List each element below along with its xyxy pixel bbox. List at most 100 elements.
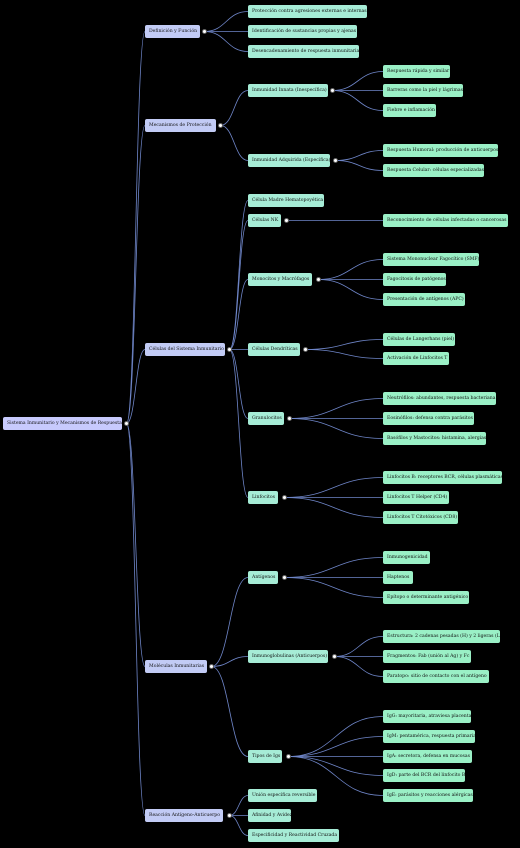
- collapse-toggle-icon[interactable]: [227, 813, 232, 818]
- leaf-granulocitos-1[interactable]: Neutrófilos: abundantes, respuesta bacte…: [383, 392, 496, 405]
- branch-moleculas[interactable]: Moléculas Inmunitarias: [145, 660, 207, 673]
- leaf-granulocitos-3[interactable]: Basófilos y Mastocitos: histamina, alerg…: [383, 432, 486, 445]
- connector-line: [204, 31, 249, 52]
- sub-inmunidad-adquirida[interactable]: Inmunidad Adquirida (Específica): [248, 154, 330, 167]
- collapse-toggle-icon[interactable]: [282, 495, 287, 500]
- sub-tipos-igs[interactable]: Tipos de Igs: [248, 750, 282, 763]
- connector-line: [211, 666, 249, 757]
- leaf-monocitos-1[interactable]: Sistema Mononuclear Fagocítico (SMF): [383, 253, 479, 266]
- sub-celula-madre[interactable]: Célula Madre Hematopoyética: [248, 194, 324, 207]
- leaf-linfocitos-3[interactable]: Linfocitos T Citotóxicos (CD8): [383, 511, 458, 524]
- root-node[interactable]: Sistema Inmunitario y Mecanismos de Resp…: [3, 417, 122, 430]
- connector-line: [284, 557, 384, 578]
- connector-line: [335, 160, 384, 171]
- sub-dendriticas[interactable]: Células Dendríticas: [248, 343, 300, 356]
- sub-inmunidad-innata[interactable]: Inmunidad Innata (Inespecífica): [248, 84, 328, 97]
- connector-line: [334, 636, 384, 657]
- connector-line: [220, 125, 249, 161]
- leaf-def-2[interactable]: Identificación de sustancias propias y a…: [248, 25, 357, 38]
- connector-line: [126, 423, 146, 816]
- connector-line: [284, 497, 384, 518]
- leaf-antigenos-2[interactable]: Haptenos: [383, 571, 413, 584]
- sub-antigenos[interactable]: Antígenos: [248, 571, 278, 584]
- collapse-toggle-icon[interactable]: [286, 754, 291, 759]
- branch-celulas[interactable]: Células del Sistema Inmunitario: [145, 343, 225, 356]
- leaf-inmunoglobulinas-1[interactable]: Estructura: 2 cadenas pesadas (H) y 2 li…: [383, 630, 500, 643]
- connector-line: [284, 577, 384, 598]
- collapse-toggle-icon[interactable]: [209, 664, 214, 669]
- connector-line: [289, 418, 384, 439]
- collapse-toggle-icon[interactable]: [202, 29, 207, 34]
- connector-line: [318, 279, 384, 300]
- leaf-innata-1[interactable]: Respuesta rápida y similar: [383, 65, 450, 78]
- leaf-tipos-2[interactable]: IgM: pentamérica, respuesta primaria: [383, 730, 475, 743]
- leaf-tipos-1[interactable]: IgG: mayoritaria, atraviesa placenta: [383, 710, 471, 723]
- connector-line: [126, 125, 146, 424]
- leaf-dendriticas-2[interactable]: Activación de Linfocitos T: [383, 352, 449, 365]
- connector-line: [229, 279, 249, 350]
- leaf-nk-1[interactable]: Reconocimiento de células infectadas o c…: [383, 214, 508, 227]
- collapse-toggle-icon[interactable]: [303, 347, 308, 352]
- leaf-reaccion-2[interactable]: Afinidad y Avidez: [248, 809, 291, 822]
- leaf-granulocitos-2[interactable]: Eosinófilos: defensa contra parásitos: [383, 412, 474, 425]
- leaf-inmunoglobulinas-3[interactable]: Paratopo: sitio de contacto con el antíg…: [383, 670, 489, 683]
- collapse-toggle-icon[interactable]: [218, 123, 223, 128]
- leaf-adquirida-1[interactable]: Respuesta Humoral: producción de anticue…: [383, 144, 498, 157]
- sub-linfocitos[interactable]: Linfocitos: [248, 491, 278, 504]
- connector-line: [229, 815, 249, 836]
- leaf-innata-2[interactable]: Barreras como la piel y lágrimas: [383, 84, 463, 97]
- branch-mecanismos[interactable]: Mecanismos de Protección: [145, 119, 216, 132]
- connector-line: [334, 656, 384, 677]
- collapse-toggle-icon[interactable]: [330, 88, 335, 93]
- collapse-toggle-icon[interactable]: [316, 277, 321, 282]
- collapse-toggle-icon[interactable]: [284, 218, 289, 223]
- collapse-toggle-icon[interactable]: [287, 416, 292, 421]
- sub-monocitos[interactable]: Monocitos y Macrófagos: [248, 273, 312, 286]
- branch-definicion[interactable]: Definición y Función: [145, 25, 200, 38]
- leaf-antigenos-1[interactable]: Inmunogenicidad: [383, 551, 430, 564]
- connector-line: [288, 716, 384, 757]
- connector-line: [211, 577, 249, 667]
- connector-line: [229, 200, 249, 350]
- connector-line: [288, 756, 384, 796]
- collapse-toggle-icon[interactable]: [124, 421, 129, 426]
- leaf-tipos-3[interactable]: IgA: secretora, defensa en mucosas: [383, 750, 472, 763]
- sub-celulas-nk[interactable]: Células NK: [248, 214, 281, 227]
- sub-inmunoglobulinas[interactable]: Inmunoglobulinas (Anticuerpos): [248, 650, 328, 663]
- connector-line: [211, 656, 249, 667]
- connector-line: [220, 90, 249, 126]
- leaf-reaccion-3[interactable]: Especificidad y Reactividad Cruzada: [248, 829, 339, 842]
- connector-line: [126, 423, 146, 667]
- collapse-toggle-icon[interactable]: [332, 654, 337, 659]
- sub-granulocitos[interactable]: Granulocitos: [248, 412, 284, 425]
- leaf-adquirida-2[interactable]: Respuesta Celular: células especializada…: [383, 164, 484, 177]
- leaf-innata-3[interactable]: Fiebre e inflamación: [383, 104, 436, 117]
- leaf-linfocitos-2[interactable]: Linfocitos T Helper (CD4): [383, 491, 449, 504]
- connector-line: [305, 339, 384, 350]
- leaf-monocitos-3[interactable]: Presentación de antígenos (APC): [383, 293, 465, 306]
- collapse-toggle-icon[interactable]: [282, 575, 287, 580]
- connector-line: [288, 736, 384, 757]
- leaf-def-3[interactable]: Desencadenamiento de respuesta inmunitar…: [248, 45, 359, 58]
- connector-line: [305, 349, 384, 359]
- branch-reaccion[interactable]: Reacción Antígeno-Anticuerpo: [145, 809, 223, 822]
- connector-line: [229, 220, 249, 350]
- connector-line: [229, 795, 249, 816]
- leaf-antigenos-3[interactable]: Epítopo o determinante antigénico: [383, 591, 469, 604]
- leaf-linfocitos-1[interactable]: Linfocitos B: receptores BCR, células pl…: [383, 471, 502, 484]
- leaf-dendriticas-1[interactable]: Células de Langerhans (piel): [383, 333, 455, 346]
- leaf-inmunoglobulinas-2[interactable]: Fragmentos: Fab (unión al Ag) y Fc: [383, 650, 471, 663]
- connector-line: [204, 11, 249, 32]
- connector-line: [318, 259, 384, 280]
- collapse-toggle-icon[interactable]: [227, 347, 232, 352]
- leaf-tipos-4[interactable]: IgD: parte del BCR del linfocito B: [383, 769, 465, 782]
- leaf-def-1[interactable]: Protección contra agresiones externas e …: [248, 5, 367, 18]
- connector-line: [332, 71, 384, 91]
- leaf-tipos-5[interactable]: IgE: parásitos y reacciones alérgicas: [383, 789, 473, 802]
- collapse-toggle-icon[interactable]: [333, 158, 338, 163]
- connector-line: [335, 150, 384, 161]
- connector-line: [126, 31, 146, 424]
- leaf-monocitos-2[interactable]: Fagocitosis de patógenos: [383, 273, 446, 286]
- leaf-reaccion-1[interactable]: Unión específica reversible: [248, 789, 317, 802]
